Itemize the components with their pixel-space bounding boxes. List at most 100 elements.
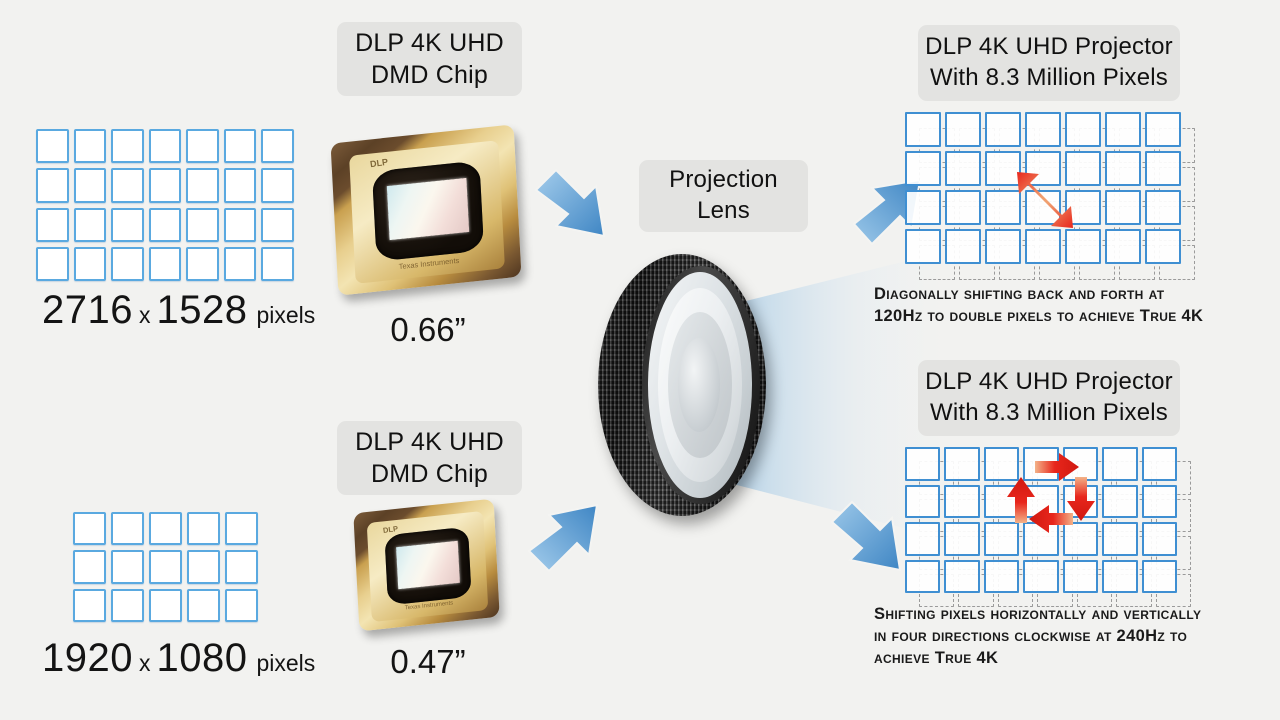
resolution-height-top: 1528 (156, 288, 248, 332)
pixel-cell (983, 447, 1020, 481)
label-dmd-chip-bottom: DLP 4K UHD DMD Chip (337, 421, 522, 495)
pixel-cell (223, 129, 257, 164)
label-dmd-chip-top-line2: DMD Chip (371, 61, 488, 89)
pixel-cell (1025, 112, 1061, 147)
pixel-cell (149, 512, 182, 546)
caption-diagonal-shift-line1: Diagonally shifting back and forth at (874, 285, 1165, 303)
dmd-chip-066: DLP Texas Instruments 0.66” (330, 124, 526, 348)
pixel-cell (186, 246, 219, 281)
pixel-cell (905, 229, 941, 264)
pixel-cell (945, 151, 981, 186)
arrow-lens-to-bottom-output (830, 500, 902, 572)
pixel-cell (36, 207, 69, 242)
pixel-cell (1065, 229, 1101, 264)
pixel-cell (944, 559, 980, 593)
pixel-cell (1102, 522, 1138, 556)
label-dmd-chip-bottom-line1: DLP 4K UHD (355, 428, 504, 456)
pixel-cell (905, 112, 941, 147)
pixel-cell (1102, 559, 1138, 593)
pixel-cell (73, 129, 107, 164)
resolution-height-bottom: 1080 (156, 636, 248, 680)
pixel-cell (1145, 229, 1181, 264)
arrow-shift-left (1029, 505, 1073, 533)
base-pixel-grid-bottom (905, 447, 1177, 593)
pixel-cell (905, 151, 941, 186)
pixel-cell (905, 190, 941, 225)
pixel-cell (225, 512, 258, 546)
pixel-cell (186, 207, 219, 242)
label-projector-top: DLP 4K UHD Projector With 8.3 Million Pi… (918, 25, 1180, 101)
pixel-cell (1025, 229, 1061, 264)
projection-light-beam (702, 250, 950, 540)
resolution-separator-top: x (138, 302, 151, 328)
caption-four-direction-shift-line1: Shifting pixels horizontally and vertica… (874, 605, 1202, 623)
caption-diagonal-shift: Diagonally shifting back and forth at 12… (874, 284, 1214, 328)
pixel-cell (148, 168, 182, 203)
pixel-cell (1102, 484, 1138, 518)
pixel-cell (187, 512, 220, 546)
pixel-cell (73, 168, 107, 203)
label-projector-bottom-line1: DLP 4K UHD Projector (925, 368, 1173, 396)
pixel-cell (944, 447, 980, 481)
pixel-cell (945, 229, 981, 264)
pixel-cell (944, 484, 980, 518)
pixel-cell (36, 168, 69, 203)
pixel-cell (261, 129, 294, 164)
pixel-cell (111, 168, 144, 203)
pixel-cell (223, 207, 257, 242)
pixel-cell (1065, 112, 1101, 147)
label-projection-lens-line2: Lens (697, 197, 750, 224)
pixel-cell (1141, 447, 1177, 481)
pixel-cell (985, 190, 1021, 225)
pixel-cell (73, 550, 106, 584)
diagonal-double-arrow (1017, 172, 1073, 228)
pixel-cell (111, 588, 144, 622)
caption-four-direction-shift-line2: in four directions clockwise at 240Hz to (874, 626, 1188, 645)
pixel-cell (944, 522, 980, 556)
lens-element-core (678, 338, 720, 432)
pixel-cell (36, 246, 69, 281)
dmd-size-bottom: 0.47” (390, 643, 466, 680)
dmd-chip-047: DLP Texas Instruments 0.47” (352, 498, 504, 680)
pixel-cell (1105, 229, 1141, 264)
label-projector-bottom: DLP 4K UHD Projector With 8.3 Million Pi… (918, 360, 1180, 436)
caption-four-direction-shift-line3: achieve True 4K (874, 648, 999, 667)
arrow-shift-right (1035, 453, 1079, 481)
source-pixel-grid-4k (36, 129, 294, 281)
dmd-micromirror-array-bottom (396, 540, 460, 590)
pixel-cell (1145, 151, 1181, 186)
shifted-pixel-grid-four-direction (905, 447, 1195, 607)
pixel-cell (36, 129, 69, 164)
resolution-unit-top: pixels (256, 302, 316, 328)
resolution-width-top: 2716 (42, 288, 133, 332)
label-projection-lens-line1: Projection (669, 166, 778, 194)
pixel-cell (945, 112, 981, 147)
pixel-cell (1023, 522, 1059, 556)
label-dmd-chip-bottom-line2: DMD Chip (371, 460, 488, 488)
pixel-cell (149, 588, 182, 622)
pixel-cell (187, 588, 220, 622)
resolution-width-bottom: 1920 (42, 636, 133, 680)
pixel-cell (1141, 559, 1177, 593)
pixel-cell (985, 112, 1021, 147)
pixel-cell (1105, 112, 1141, 147)
dmd-micromirror-array-top (386, 177, 470, 241)
pixel-cell (73, 246, 107, 281)
pixel-cell (225, 588, 258, 622)
pixel-cell (223, 168, 257, 203)
pixel-cell (111, 207, 144, 242)
pixel-cell (261, 207, 294, 242)
pixel-cell (905, 484, 941, 518)
pixel-cell (148, 129, 182, 164)
pixel-cell (261, 246, 294, 281)
caption-four-direction-shift: Shifting pixels horizontally and vertica… (874, 604, 1224, 670)
pixel-cell (985, 151, 1021, 186)
pixel-cell (148, 207, 182, 242)
label-projector-top-line2: With 8.3 Million Pixels (929, 64, 1168, 91)
label-dmd-chip-top-line1: DLP 4K UHD (355, 29, 504, 57)
pixel-cell (73, 207, 107, 242)
resolution-unit-bottom: pixels (256, 650, 316, 676)
